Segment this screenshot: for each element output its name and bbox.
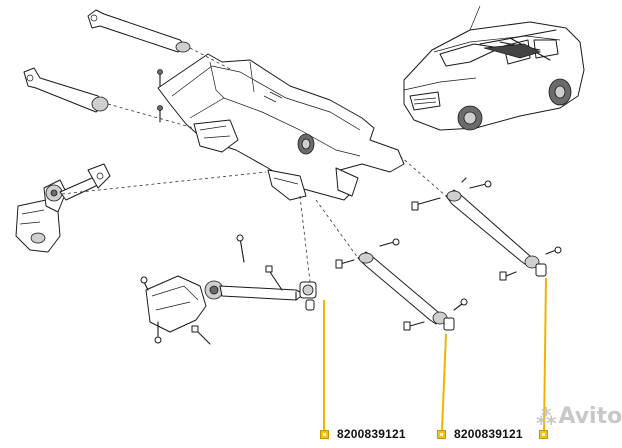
callout-2[interactable]: 8200839121: [437, 425, 523, 443]
watermark: ⁂ Avito: [536, 404, 622, 429]
part-number-2: 8200839121: [454, 427, 523, 441]
callout-marker-3: [539, 429, 548, 439]
part-number-1: 8200839121: [337, 427, 406, 441]
upper-trailing-arm: [87, 9, 191, 53]
callout-1[interactable]: 8200839121: [320, 425, 406, 443]
lateral-link-right: [411, 177, 562, 281]
callout-3[interactable]: [539, 425, 556, 443]
hub-bracket-left: [15, 163, 111, 253]
callout-leader-lines: [323, 277, 547, 431]
lateral-link-middle: [335, 238, 468, 331]
callout-marker-2: [437, 429, 446, 439]
vehicle-illustration: [403, 5, 585, 131]
assembly-guide-lines: [61, 47, 447, 283]
avito-dots-icon: ⁂: [536, 404, 557, 429]
rear-subframe: [157, 53, 405, 201]
callout-marker-1: [320, 429, 329, 439]
lower-trailing-arm: [23, 67, 109, 113]
watermark-text: Avito: [558, 404, 622, 429]
lower-bracket-assembly: [140, 234, 317, 345]
